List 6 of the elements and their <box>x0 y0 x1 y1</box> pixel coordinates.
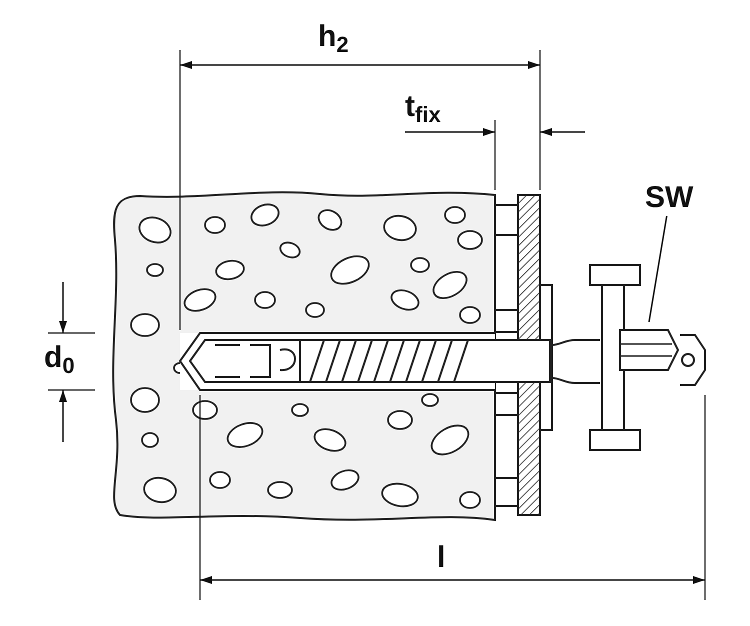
dimension-label: h$_{2}$ <box>318 22 349 56</box>
dimension-label: l <box>437 543 446 573</box>
leader-line <box>648 216 668 322</box>
part-label: SW <box>645 181 694 214</box>
dimension-label: d$_{0}$ <box>44 343 75 377</box>
dimension-label: t$_{fix}$ <box>405 92 441 126</box>
